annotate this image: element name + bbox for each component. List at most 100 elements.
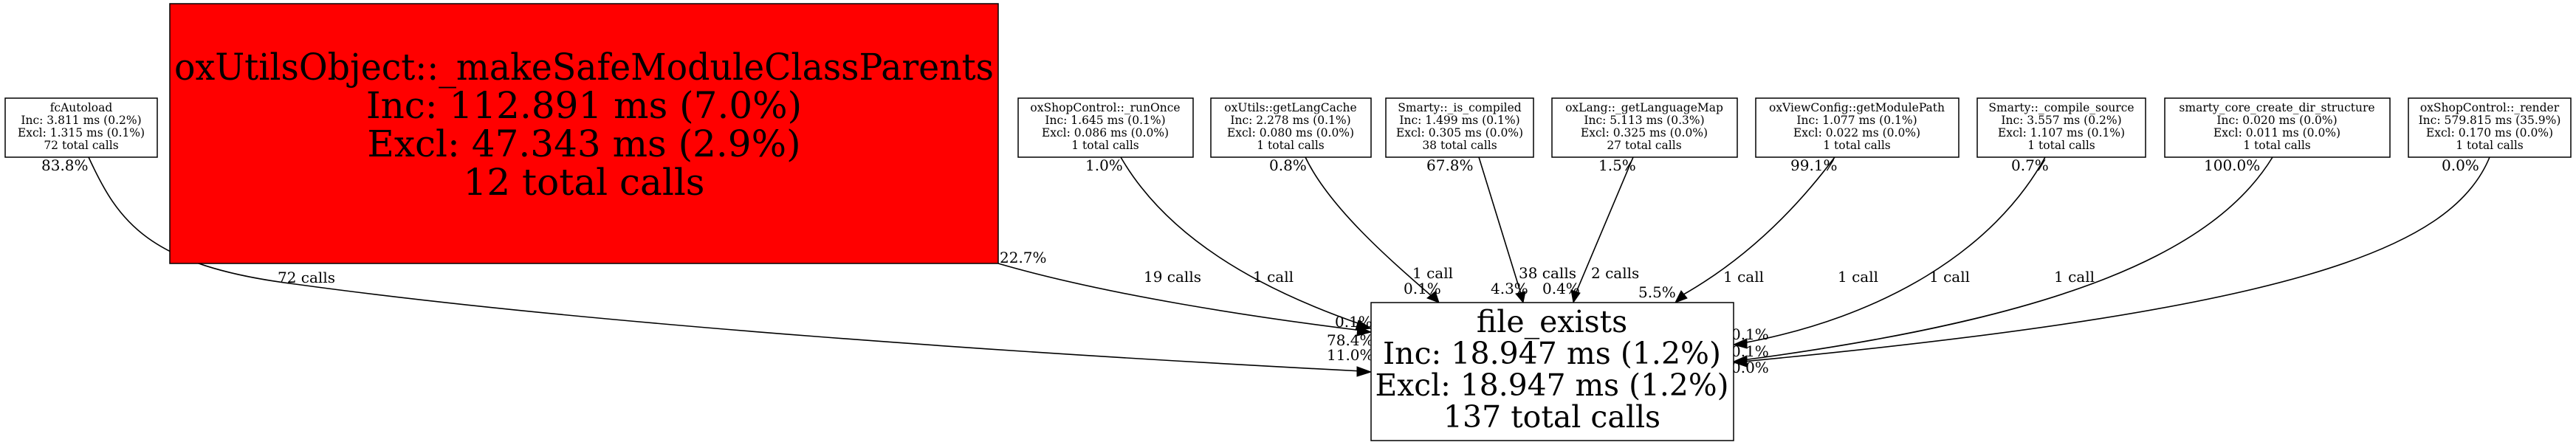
node-name: oxViewConfig::getModulePath [1769,101,1945,114]
node-createDir[interactable]: smarty_core_create_dir_structure Inc: 0.… [2164,97,2391,158]
edge-getLangCache [1305,156,1433,297]
dst-pct-getLangCache: 0.1% [1404,280,1441,297]
node-calls: 1 total calls [1823,139,1891,152]
arrowhead-runOnce [1355,320,1373,331]
edge-makeSafe [997,263,1363,331]
dst-pct-getLanguageMap: 0.4% [1542,280,1580,297]
arrowhead-render [1732,356,1748,368]
edge-calls-runOnce: 1 call [1253,268,1294,286]
node-inc: Inc: 18.947 ms (1.2%) [1383,336,1721,371]
edge-fcAutoload [88,156,1363,372]
arrowhead-fcAutoload [1356,366,1373,377]
src-pct-getModulePath: 99.1% [1790,156,1838,174]
edge-calls-makeSafe: 19 calls [1144,268,1201,286]
src-pct-isCompiled: 67.8% [1426,156,1474,174]
node-calls: 1 total calls [1257,139,1325,152]
dst-pct-isCompiled: 4.3% [1491,280,1528,297]
node-makeSafe[interactable]: oxUtilsObject::_makeSafeModuleClassParen… [169,3,999,264]
dst-pct-compileSource: 0.1% [1731,325,1769,343]
node-runOnce[interactable]: oxShopControl::_runOnce Inc: 1.645 ms (0… [1017,97,1194,158]
src-pct-runOnce: 1.0% [1085,156,1123,174]
node-excl: Excl: 0.011 ms (0.0%) [2213,126,2340,139]
node-excl: Excl: 18.947 ms (1.2%) [1375,368,1729,403]
node-inc: Inc: 1.645 ms (0.1%) [1045,114,1165,127]
dst-pct-createDir: 0.1% [1731,342,1769,360]
node-name: oxUtilsObject::_makeSafeModuleClassParen… [174,46,994,89]
node-name: smarty_core_create_dir_structure [2179,101,2374,114]
src-pct-getLangCache: 0.8% [1269,156,1307,174]
node-inc: Inc: 579.815 ms (35.9%) [2419,114,2561,127]
node-isCompiled[interactable]: Smarty::_is_compiled Inc: 1.499 ms (0.1%… [1385,97,1534,158]
src-pct-fcAutoload: 83.8% [41,156,89,174]
node-inc: Inc: 2.278 ms (0.1%) [1230,114,1350,127]
node-excl: Excl: 0.086 ms (0.0%) [1042,126,1169,139]
node-name: fcAutoload [50,101,113,114]
arrowhead-compileSource [1732,338,1748,349]
node-getLanguageMap[interactable]: oxLang::_getLanguageMap Inc: 5.113 ms (0… [1551,97,1738,158]
edge-calls-isCompiled: 38 calls [1519,264,1576,282]
node-name: oxLang::_getLanguageMap [1565,101,1723,114]
arrowhead-getLanguageMap [1570,289,1581,304]
node-calls: 27 total calls [1607,139,1681,152]
dst-pct-runOnce: 0.1% [1335,313,1373,331]
node-name: oxShopControl::_runOnce [1030,101,1180,114]
src-pct-createDir: 100.0% [2204,156,2260,174]
node-calls: 1 total calls [2456,139,2524,152]
node-inc: Inc: 3.811 ms (0.2%) [21,114,141,127]
edge-calls-render: 1 call [2054,268,2095,286]
edge-runOnce [1120,156,1363,325]
dst-pct-getModulePath: 5.5% [1638,283,1676,301]
arrowhead-isCompiled [1515,291,1526,304]
node-excl: Excl: 0.305 ms (0.0%) [1396,126,1523,139]
src-pct-makeSafe: 22.7% [1000,249,1047,266]
node-inc: Inc: 112.891 ms (7.0%) [366,84,802,127]
edge-calls-getModulePath: 1 call [1723,268,1764,286]
edge-compileSource [1742,156,2046,344]
edge-calls-createDir: 1 call [1929,268,1970,286]
node-getModulePath[interactable]: oxViewConfig::getModulePath Inc: 1.077 m… [1755,97,1960,158]
dst-pct-fcAutoload: 11.0% [1327,346,1374,364]
node-excl: Excl: 0.170 ms (0.0%) [2426,126,2553,139]
node-excl: Excl: 0.080 ms (0.0%) [1227,126,1354,139]
node-calls: 1 total calls [2243,139,2311,152]
node-calls: 1 total calls [2027,139,2095,152]
arrowhead-getModulePath [1674,290,1688,303]
node-calls: 1 total calls [1071,139,1139,152]
node-name: file_exists [1477,304,1627,339]
node-name: oxUtils::getLangCache [1224,101,1356,114]
node-render[interactable]: oxShopControl::_render Inc: 579.815 ms (… [2408,97,2572,158]
edge-calls-compileSource: 1 call [1838,268,1878,286]
node-calls: 72 total calls [44,139,118,152]
node-inc: Inc: 1.499 ms (0.1%) [1399,114,1519,127]
edge-getLanguageMap [1575,156,1634,294]
edge-calls-getLanguageMap: 2 calls [1591,264,1639,282]
edge-isCompiled [1478,156,1522,294]
node-calls: 12 total calls [464,161,705,204]
node-compileSource[interactable]: Smarty::_compile_source Inc: 3.557 ms (0… [1976,97,2146,158]
node-excl: Excl: 1.315 ms (0.1%) [18,126,145,139]
node-name: Smarty::_compile_source [1988,101,2134,114]
node-excl: Excl: 47.343 ms (2.9%) [367,123,800,165]
node-inc: Inc: 0.020 ms (0.0%) [2216,114,2337,127]
node-fcAutoload[interactable]: fcAutoload Inc: 3.811 ms (0.2%) Excl: 1.… [4,97,158,158]
node-excl: Excl: 0.022 ms (0.0%) [1793,126,1920,139]
node-name: Smarty::_is_compiled [1398,101,1522,114]
src-pct-render: 0.0% [2442,156,2479,174]
node-calls: 38 total calls [1422,139,1497,152]
node-excl: Excl: 0.325 ms (0.0%) [1581,126,1708,139]
node-inc: Inc: 3.557 ms (0.2%) [2001,114,2121,127]
node-inc: Inc: 5.113 ms (0.3%) [1584,114,1704,127]
node-getLangCache[interactable]: oxUtils::getLangCache Inc: 2.278 ms (0.1… [1210,97,1372,158]
edge-calls-fcAutoload: 72 calls [278,269,335,286]
node-excl: Excl: 1.107 ms (0.1%) [1998,126,2125,139]
edge-getModulePath [1679,156,1835,297]
dst-pct-makeSafe: 78.4% [1327,331,1374,349]
src-pct-compileSource: 0.7% [2011,156,2049,174]
node-inc: Inc: 1.077 ms (0.1%) [1796,114,1917,127]
arrowhead-getLangCache [1426,291,1440,303]
node-name: oxShopControl::_render [2420,101,2560,114]
edge-calls-getLangCache: 1 call [1412,264,1453,282]
src-pct-getLanguageMap: 1.5% [1598,156,1636,174]
node-file-exists[interactable]: file_exists Inc: 18.947 ms (1.2%) Excl: … [1370,302,1734,441]
